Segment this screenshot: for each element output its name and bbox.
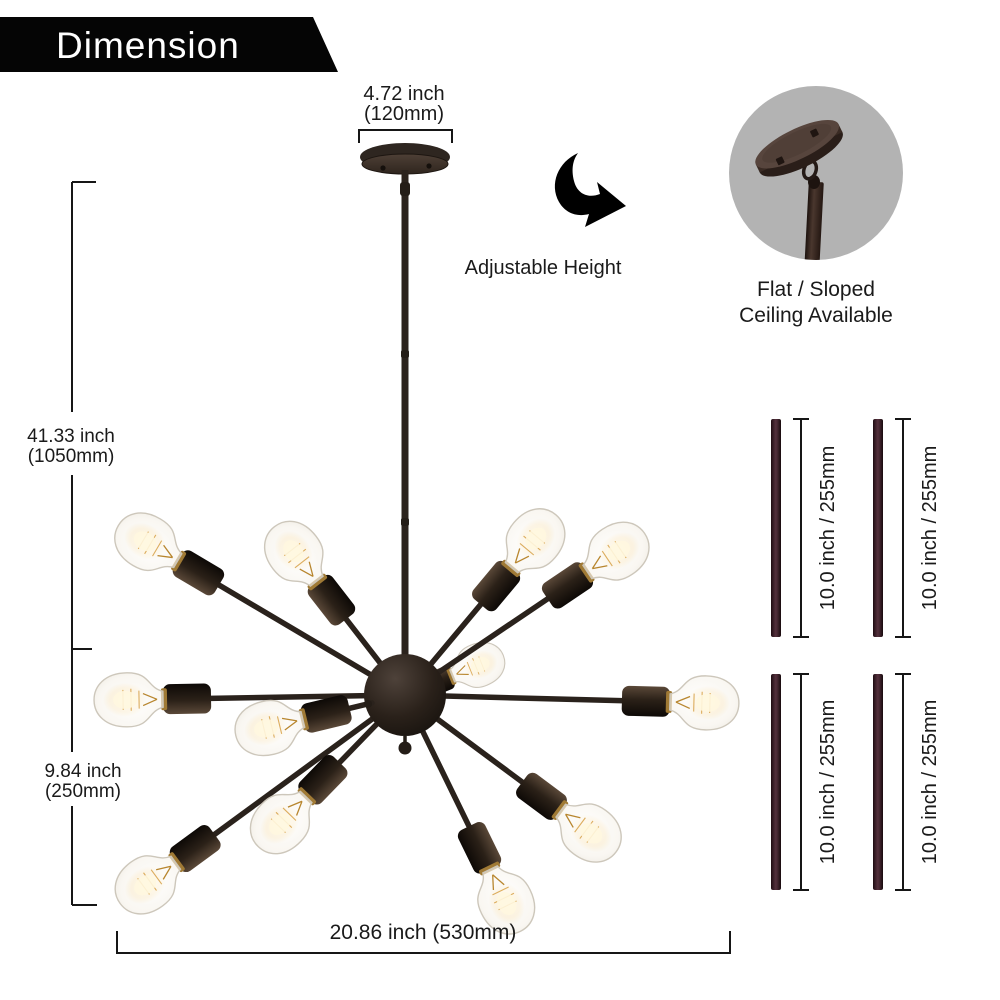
rod-length-label: 10.0 inch / 255mm <box>817 699 839 865</box>
canopy-width-bracket <box>358 129 453 143</box>
canopy-width-label-line2: (120mm) <box>363 103 444 125</box>
rod-segment <box>873 419 883 637</box>
bulb-arm <box>421 496 578 675</box>
bulb-arm <box>415 719 546 944</box>
stem-rod <box>401 170 409 682</box>
bulb-arm <box>92 670 378 729</box>
rod-segment <box>771 419 781 637</box>
width-dimension-bracket <box>116 931 731 954</box>
adjustable-height-label: Adjustable Height <box>464 257 622 279</box>
curved-arrow-icon <box>554 153 626 227</box>
rod-segment <box>771 674 781 890</box>
sputnik-sphere <box>364 654 446 736</box>
ceiling-note-line1: Flat / Sloped <box>757 278 875 301</box>
bulb-arm <box>103 501 382 683</box>
bulb-arm <box>238 713 387 867</box>
bulb-arm <box>432 672 741 732</box>
rod-length-label: 10.0 inch / 255mm <box>817 445 839 611</box>
body-height-label-line2: (250mm) <box>44 781 121 802</box>
bulb-arm <box>228 681 375 763</box>
fixture-width-label: 20.86 inch (530mm) <box>329 921 517 944</box>
stem-coupler <box>400 182 410 196</box>
rod-length-label: 10.0 inch / 255mm <box>919 445 941 611</box>
inset-canopy <box>755 119 843 177</box>
rod-dimension-lines <box>793 418 911 891</box>
bulb-arm <box>427 510 661 681</box>
total-height-label-line2: (1050mm) <box>27 446 115 467</box>
bulb-arm <box>252 509 390 675</box>
body-height-label-line1: 9.84 inch <box>44 761 122 782</box>
bulb-arm <box>426 710 633 875</box>
ceiling-mount-inset <box>729 86 903 260</box>
rod-segments <box>771 419 883 890</box>
height-dimension-line <box>71 181 97 906</box>
chandelier-illustration <box>92 143 741 944</box>
rod-length-label: 10.0 inch / 255mm <box>919 699 941 865</box>
finial-ball <box>398 741 412 755</box>
ceiling-canopy <box>360 143 450 175</box>
banner-ribbon <box>0 17 338 72</box>
canopy-width-label-line1: 4.72 inch <box>363 83 445 105</box>
total-height-label-line1: 41.33 inch <box>27 426 115 447</box>
bulb-arm <box>103 709 384 926</box>
rod-segment <box>873 674 883 890</box>
banner-title: Dimension <box>56 25 240 66</box>
ceiling-note-line2: Ceiling Available <box>739 304 893 327</box>
dimension-lines <box>71 129 911 954</box>
inset-rod <box>804 181 824 260</box>
